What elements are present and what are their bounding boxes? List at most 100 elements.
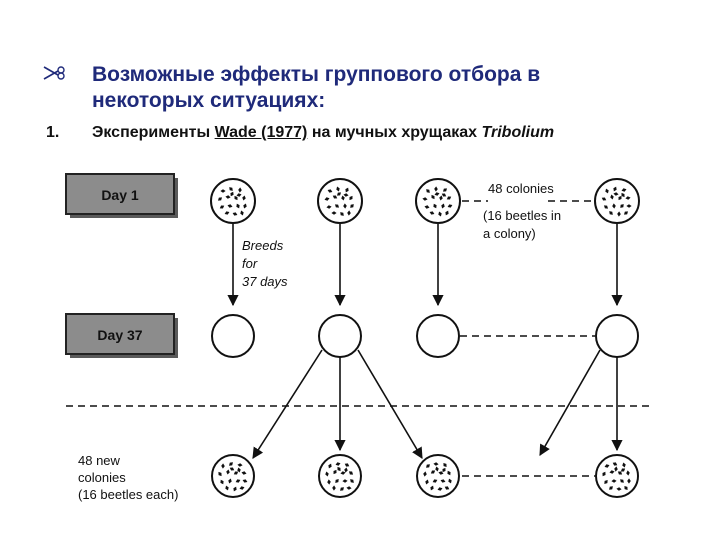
beetle-mark [610,194,614,200]
beetle-mark [603,205,609,209]
beetle-mark [326,205,332,209]
beetle-mark [341,195,345,201]
slide-title: Возможные эффекты группового отбора в не… [92,62,692,114]
beetle-mark [609,211,613,215]
beetle-mark [617,471,623,475]
arrow-to-new-colony-1 [252,349,323,459]
beetle-mark [350,204,354,208]
beetle-mark [438,211,442,217]
beetle-mark [236,193,242,197]
beetle-mark [432,479,438,483]
day-37-box: Day 37 [65,313,178,358]
day37-colony-1 [211,314,255,358]
beetle-mark [431,194,435,200]
colonies-note-line-3: a colony) [483,226,536,241]
beetle-mark [221,463,225,469]
beetle-mark [443,462,447,468]
beetle-mark [327,479,331,485]
day1-colony-4 [594,178,640,224]
beetle-mark [235,479,241,483]
beetle-mark [348,471,354,475]
beetle-mark [325,471,329,477]
beetle-mark [441,203,445,209]
beetle-mark [236,203,240,209]
new-colonies-note-line-2: colonies [78,470,126,485]
beetle-mark [426,464,430,468]
beetle-mark [433,462,439,466]
beetle-mark [350,479,354,483]
beetle-mark [334,204,340,208]
beetle-mark [340,487,344,491]
beetle-mark [423,471,427,477]
beetle-mark [612,203,616,209]
beetle-mark [343,203,347,209]
beetle-mark [613,186,617,192]
beetle-mark [624,485,628,491]
reference-link[interactable]: Wade (1977) [214,124,308,141]
beetle-mark [621,192,625,198]
scissors-bullet-icon [43,66,65,80]
beetle-mark [239,486,245,490]
beetle-mark [609,486,613,490]
beetle-mark [437,487,443,491]
beetle-mark [242,479,248,483]
beetle-mark [604,480,608,484]
beetle-mark [622,462,626,468]
beetle-mark [448,478,452,484]
slide-title-line-1: Возможные эффекты группового отбора в [92,63,541,86]
beetle-mark [345,187,349,193]
beetle-mark [618,195,622,201]
beetle-mark [435,466,439,472]
beetle-mark [614,466,618,472]
arrow-to-new-colony-3 [357,349,423,459]
new-colonies-note-line-1: 48 new [78,453,121,468]
beetle-mark [335,479,339,483]
beetle-mark [605,188,609,194]
day1-colony-3 [415,178,461,224]
beetle-mark [616,487,622,491]
beetle-mark [624,211,628,215]
beetle-mark [229,467,235,471]
beetle-mark [434,192,440,196]
beetle-mark [426,189,430,193]
beetle-mark [324,197,330,201]
beetle-mark [225,195,231,199]
beetle-mark [424,205,430,209]
beetle-mark [335,462,341,466]
beetle-mark [332,485,336,491]
beetle-mark [237,467,241,473]
beetle-mark [242,195,246,201]
beetle-mark [349,195,353,201]
beetle-mark [346,486,352,490]
beetle-mark [627,478,631,484]
breeds-note-line-1: Breeds [242,238,284,253]
beetle-mark [333,469,337,475]
beetle-mark [620,204,624,208]
beetle-mark [237,463,243,467]
beetle-mark [233,486,237,492]
day37-colony-3 [416,314,460,358]
new-colonies-note-line-3: (16 beetles each) [78,487,178,502]
beetle-mark [442,467,446,473]
beetle-mark [625,196,631,200]
beetle-mark [611,479,617,483]
beetle-mark [224,211,230,215]
new-colony-4 [595,454,639,498]
beetle-mark [336,192,342,196]
beetle-mark [621,188,627,192]
beetle-mark [336,186,340,192]
beetle-mark [230,191,234,197]
beetle-mark [232,212,238,216]
beetle-mark [234,195,238,201]
day1-colony-2 [317,178,363,224]
beetle-mark [331,211,337,215]
beetle-mark [243,203,247,209]
breeds-note-line-2: for [242,256,258,271]
beetle-mark [434,186,438,192]
beetle-mark [233,471,239,475]
beetle-mark [447,204,453,208]
day-1-label: Day 1 [101,187,139,203]
list-item-text: Эксперименты Wade (1977) на мучных хруща… [92,124,554,142]
beetle-mark [612,462,618,466]
colonies-note-line-2: (16 beetles in [483,208,561,223]
